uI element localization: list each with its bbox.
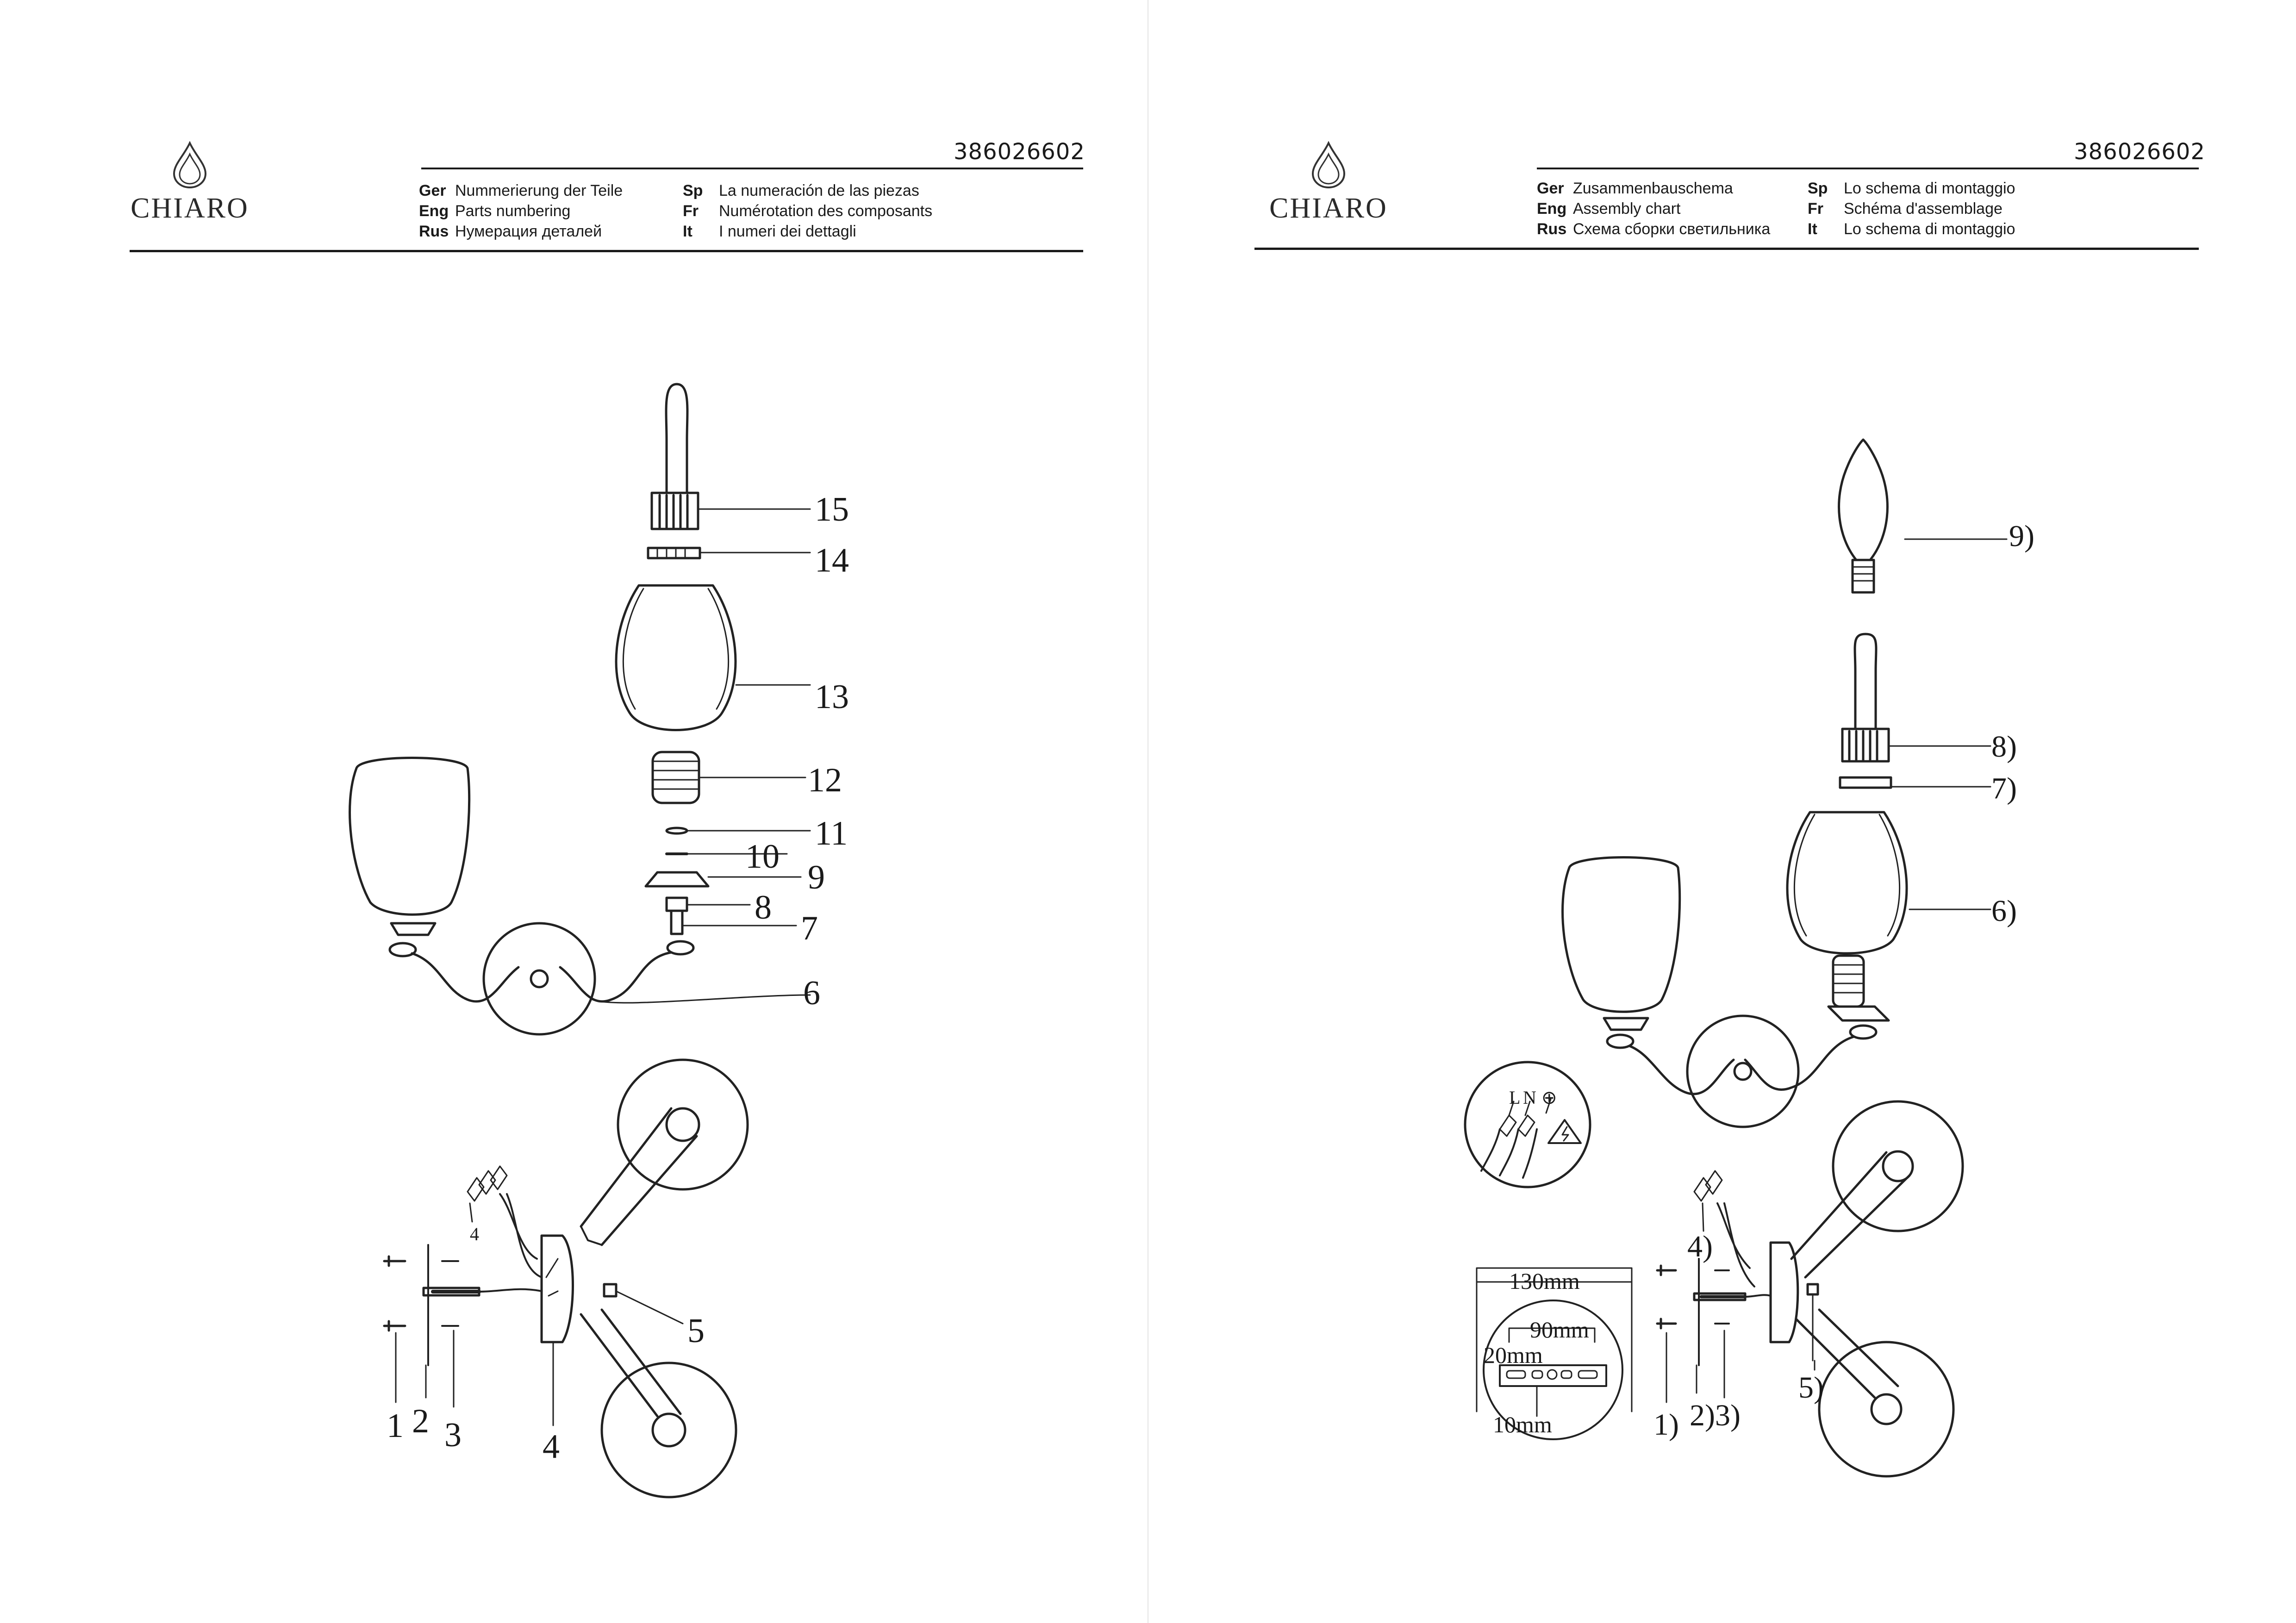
callout-6: 6 xyxy=(803,974,820,1012)
dim-20mm: 20mm xyxy=(1484,1342,1543,1368)
callout-4-small: 4 xyxy=(470,1224,479,1244)
screws-part xyxy=(383,1244,543,1366)
bulb-part xyxy=(1838,438,2008,594)
tube-part xyxy=(665,896,797,935)
callout-2: 2 xyxy=(412,1402,429,1440)
wiring-label-n: N xyxy=(1523,1087,1536,1108)
arm-upper-part xyxy=(1790,1100,1964,1279)
arm-lower-part xyxy=(1795,1308,1955,1478)
socket-part xyxy=(651,751,806,804)
callout-11: 11 xyxy=(815,815,848,852)
nut-part xyxy=(603,1283,684,1325)
doc-number: 386026602 xyxy=(2074,139,2205,165)
ring-part xyxy=(647,547,811,560)
callout-4: 4 xyxy=(543,1428,560,1466)
wires-part xyxy=(467,1165,543,1278)
header-rule-top xyxy=(1537,168,2199,169)
callout-8: 8) xyxy=(1991,730,2017,764)
callout-10: 10 xyxy=(745,838,780,876)
callout-3: 3 xyxy=(444,1416,462,1454)
drop-logo-icon xyxy=(173,141,207,189)
nut-part xyxy=(1806,1283,1819,1362)
wiring-label-l: L xyxy=(1509,1087,1520,1108)
callout-9: 9) xyxy=(2009,519,2034,553)
brand-logo: CHIARO xyxy=(116,141,264,234)
wiring-label-earth: ⊕ xyxy=(1541,1087,1557,1108)
doc-number: 386026602 xyxy=(954,139,1085,165)
glass-shade-part xyxy=(1786,811,1991,1008)
page-fold xyxy=(1147,0,1149,1623)
candle-cover-part xyxy=(1841,633,1991,763)
header-rule-bottom xyxy=(130,250,1083,252)
callout-12: 12 xyxy=(808,761,842,799)
parts-numbering-diagram: 15 14 13 12 11 10 9 8 7 6 5 1 2 3 4 4 xyxy=(349,383,849,1499)
header-rule-top xyxy=(421,168,1083,169)
glass-shade-part xyxy=(615,584,811,731)
cup-part xyxy=(644,871,802,888)
callout-7: 7) xyxy=(1991,771,2017,805)
arm-lower-part xyxy=(580,1308,737,1499)
callout-2-3: 2)3) xyxy=(1690,1399,1741,1432)
callout-15: 15 xyxy=(815,491,849,529)
dim-90mm: 90mm xyxy=(1530,1317,1589,1343)
wires-part xyxy=(1693,1170,1755,1287)
callout-5: 5) xyxy=(1798,1371,1824,1405)
callout-13: 13 xyxy=(815,678,849,716)
callout-14: 14 xyxy=(815,541,849,579)
frame-part xyxy=(349,757,811,1036)
callout-7: 7 xyxy=(801,909,818,947)
callout-4: 4) xyxy=(1687,1230,1713,1263)
callout-9: 9 xyxy=(808,858,825,896)
callout-8: 8 xyxy=(755,889,772,927)
dim-130mm: 130mm xyxy=(1509,1268,1580,1294)
callout-6: 6) xyxy=(1991,894,2017,928)
screws-part xyxy=(1656,1258,1772,1366)
wall-bracket-part xyxy=(1769,1241,1799,1343)
header-rule-bottom xyxy=(1254,248,2199,250)
callout-1: 1 xyxy=(387,1407,404,1445)
assembly-chart-diagram: 9) 8) 7) 6) 4) 5) 1) 2)3) L N ⊕ 130mm 90… xyxy=(1464,438,2034,1478)
brand-logo: CHIARO xyxy=(1254,141,1403,234)
dimension-box xyxy=(1476,1267,1633,1440)
small-nut-part xyxy=(665,827,811,835)
frame-part xyxy=(1561,856,1890,1128)
drop-logo-icon xyxy=(1311,141,1346,189)
ring-part xyxy=(1839,776,1991,789)
brand-name: CHIARO xyxy=(131,193,249,224)
dim-10mm: 10mm xyxy=(1493,1412,1552,1437)
candle-cover-part xyxy=(650,383,811,530)
callout-5: 5 xyxy=(687,1312,705,1350)
wall-bracket-part xyxy=(540,1234,574,1343)
wiring-diagram xyxy=(1464,1061,1591,1188)
brand-name: CHIARO xyxy=(1269,193,1388,224)
callout-1: 1) xyxy=(1653,1408,1679,1442)
arm-upper-part xyxy=(580,1058,749,1246)
